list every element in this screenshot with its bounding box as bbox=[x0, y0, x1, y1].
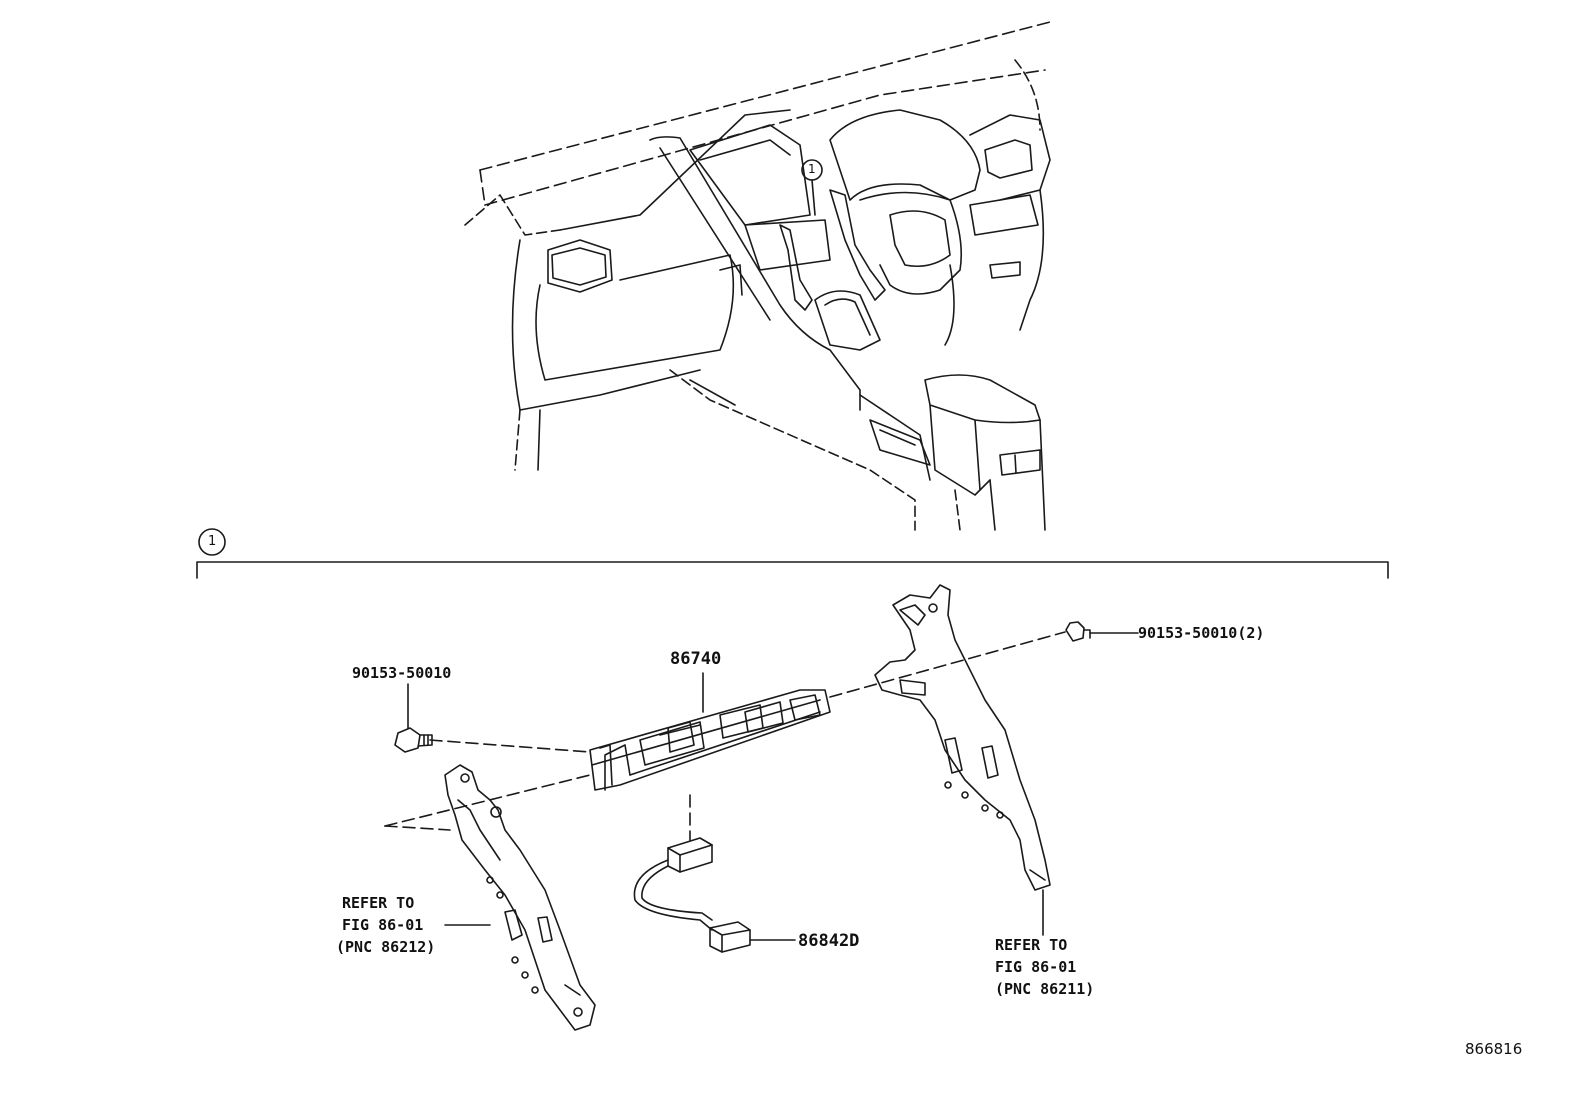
module-86740 bbox=[589, 672, 831, 791]
bracket-right bbox=[874, 584, 1051, 936]
bolt-right bbox=[1065, 621, 1139, 642]
ref-right-line2: FIG 86-01 bbox=[995, 958, 1077, 976]
bracket-left bbox=[444, 764, 596, 1031]
bolt-left bbox=[394, 683, 433, 753]
ref-right-line1: REFER TO bbox=[995, 936, 1068, 954]
section-bracket bbox=[196, 528, 1389, 579]
ref-left-line1: REFER TO bbox=[342, 894, 415, 912]
module-part-number: 86740 bbox=[670, 649, 722, 669]
ref-left-line3: (PNC 86212) bbox=[336, 938, 436, 956]
diagram-id: 866816 bbox=[1465, 1040, 1523, 1058]
bolt-right-part-number: 90153-50010(2) bbox=[1138, 624, 1265, 642]
ref-left-line2: FIG 86-01 bbox=[342, 916, 424, 934]
ref-right-line3: (PNC 86211) bbox=[995, 980, 1095, 998]
harness-part-number: 86842D bbox=[798, 931, 860, 951]
callout-marker-label: 1 bbox=[208, 534, 217, 549]
bolt-left-part-number: 90153-50010 bbox=[352, 664, 452, 682]
callout-marker-label-dash: 1 bbox=[808, 162, 816, 176]
exploded-view bbox=[384, 584, 1139, 1031]
harness-86842D bbox=[633, 837, 796, 953]
dashboard-overview bbox=[464, 21, 1051, 531]
